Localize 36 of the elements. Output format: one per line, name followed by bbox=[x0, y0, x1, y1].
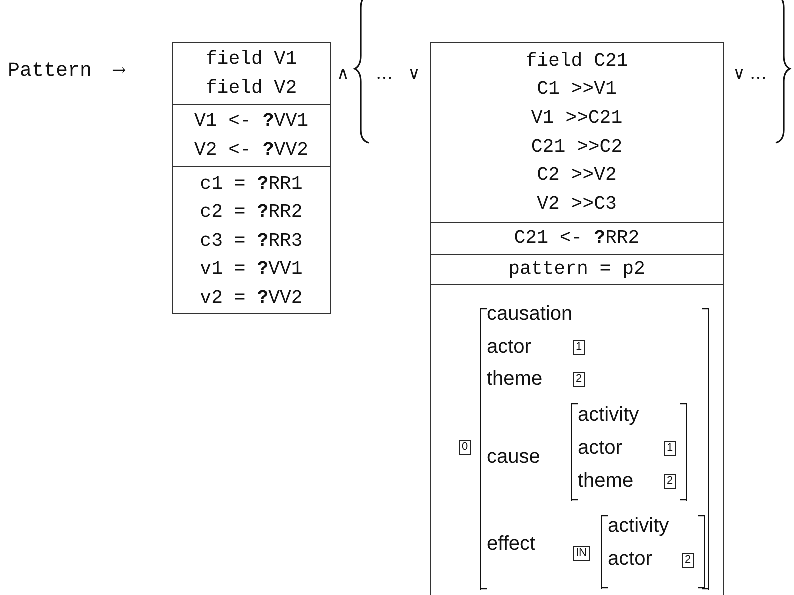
label-text: Pattern bbox=[8, 60, 92, 83]
formula-text: V1 >>C21 bbox=[531, 106, 623, 131]
feature-text: actor bbox=[578, 437, 622, 460]
formula-text: field V2 bbox=[206, 76, 298, 100]
feature-text: activity bbox=[608, 515, 670, 538]
formula-text: c1 = ?RR1 bbox=[200, 172, 303, 197]
feature-text: theme bbox=[487, 368, 543, 391]
ellipsis: … bbox=[750, 64, 767, 84]
formula-text: pattern = p2 bbox=[508, 257, 646, 282]
tag-label: 0 bbox=[459, 440, 472, 455]
feature-text: effect bbox=[487, 533, 536, 556]
formula-text: field V1 bbox=[206, 46, 298, 72]
feature-text: theme bbox=[578, 470, 634, 493]
ellipsis: … bbox=[376, 64, 393, 84]
arrow-symbol: → bbox=[112, 61, 126, 81]
operator-symbol: ∨ bbox=[733, 64, 746, 84]
feature-text: causation bbox=[487, 303, 573, 326]
feature-text: actor bbox=[487, 336, 532, 359]
formula-text: V2 <- ?VV2 bbox=[194, 138, 309, 162]
formula-text: field C21 bbox=[526, 48, 628, 74]
formula-text: c2 = ?RR2 bbox=[200, 200, 303, 226]
feature-text: cause bbox=[487, 446, 540, 469]
formula-text: c3 = ?RR3 bbox=[200, 228, 303, 254]
feature-text: actor bbox=[608, 548, 652, 571]
formula-text: C21 <- ?RR2 bbox=[514, 226, 640, 252]
formula-text: v1 = ?VV1 bbox=[200, 257, 303, 282]
feature-text: activity bbox=[578, 404, 640, 427]
formula-text: V2 >>C3 bbox=[537, 192, 617, 217]
formula-text: V1 <- ?VV1 bbox=[194, 108, 309, 134]
formula-text: C2 >>V2 bbox=[537, 163, 617, 188]
formula-text: v2 = ?VV2 bbox=[200, 286, 303, 311]
operator-symbol: ∧ bbox=[337, 64, 350, 84]
formula-text: C1 >>V1 bbox=[537, 77, 617, 102]
formula-box bbox=[172, 42, 331, 314]
operator-symbol: ∨ bbox=[408, 64, 420, 84]
formula-text: C21 >>C2 bbox=[531, 134, 623, 160]
